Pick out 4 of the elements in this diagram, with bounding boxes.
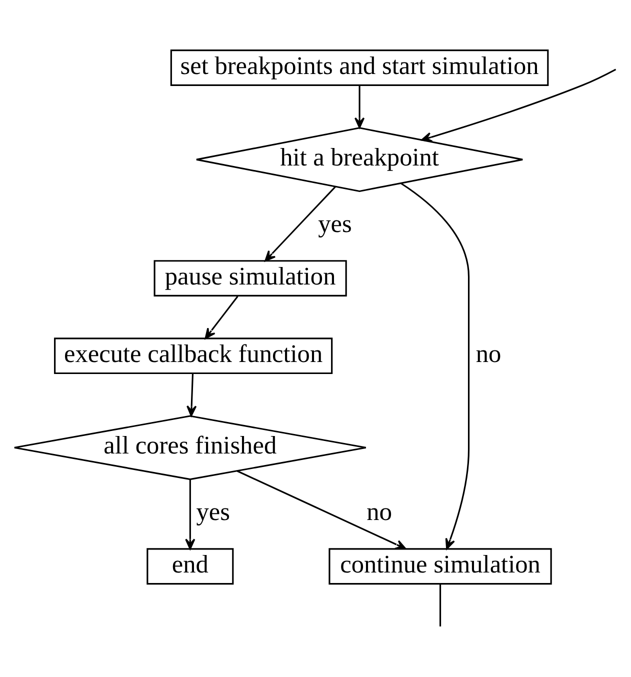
edge-label: yes xyxy=(318,210,352,238)
edge-label: no xyxy=(476,339,502,368)
edge-label: yes xyxy=(196,498,230,526)
edge-label: no xyxy=(366,498,392,526)
